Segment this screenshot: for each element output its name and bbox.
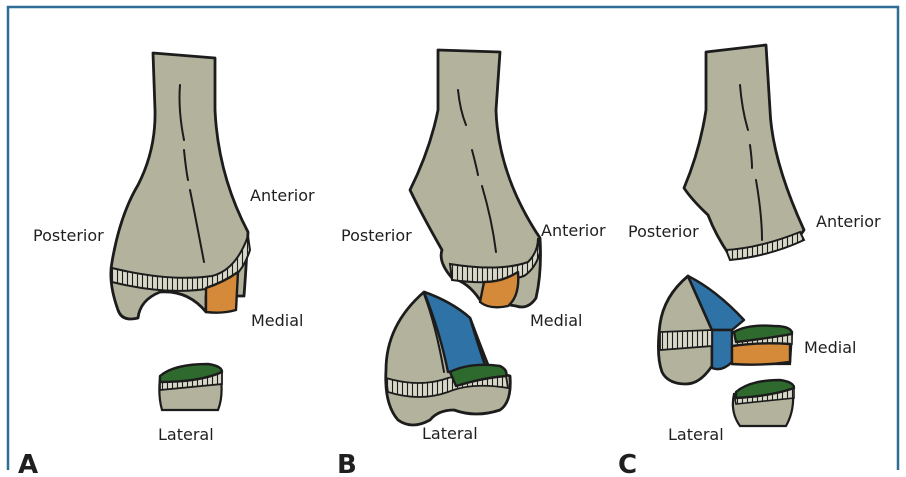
panel-a-anterior-label: Anterior	[250, 186, 315, 205]
panel-b: Posterior Anterior Medial Lateral B	[337, 50, 606, 477]
panel-b-letter: B	[337, 450, 357, 477]
panel-b-posterior-label: Posterior	[341, 226, 412, 245]
panel-c-anterior-label: Anterior	[816, 212, 881, 231]
panel-c: Posterior Anterior Medial Lateral C	[618, 45, 881, 477]
panel-b-lateral-label: Lateral	[422, 424, 478, 443]
panel-a-letter: A	[18, 450, 38, 477]
panel-c-distal-fragment	[658, 276, 792, 384]
panel-c-posterior-label: Posterior	[628, 222, 699, 241]
panel-a-lateral-fragment	[159, 364, 222, 410]
panel-b-distal-fragment	[386, 292, 511, 425]
panel-c-lateral-label: Lateral	[668, 425, 724, 444]
panel-b-medial-label: Medial	[530, 311, 583, 330]
panel-a-posterior-label: Posterior	[33, 226, 104, 245]
panel-a-lateral-label: Lateral	[158, 425, 214, 444]
panel-c-bone	[684, 45, 804, 256]
panel-c-medial-label: Medial	[804, 338, 857, 357]
panel-c-letter: C	[618, 450, 637, 477]
panel-a-medial-label: Medial	[251, 311, 304, 330]
panel-c-lateral-fragment	[733, 380, 794, 426]
panel-a: Posterior Anterior Medial Lateral A	[18, 53, 315, 477]
panel-b-anterior-label: Anterior	[541, 221, 606, 240]
